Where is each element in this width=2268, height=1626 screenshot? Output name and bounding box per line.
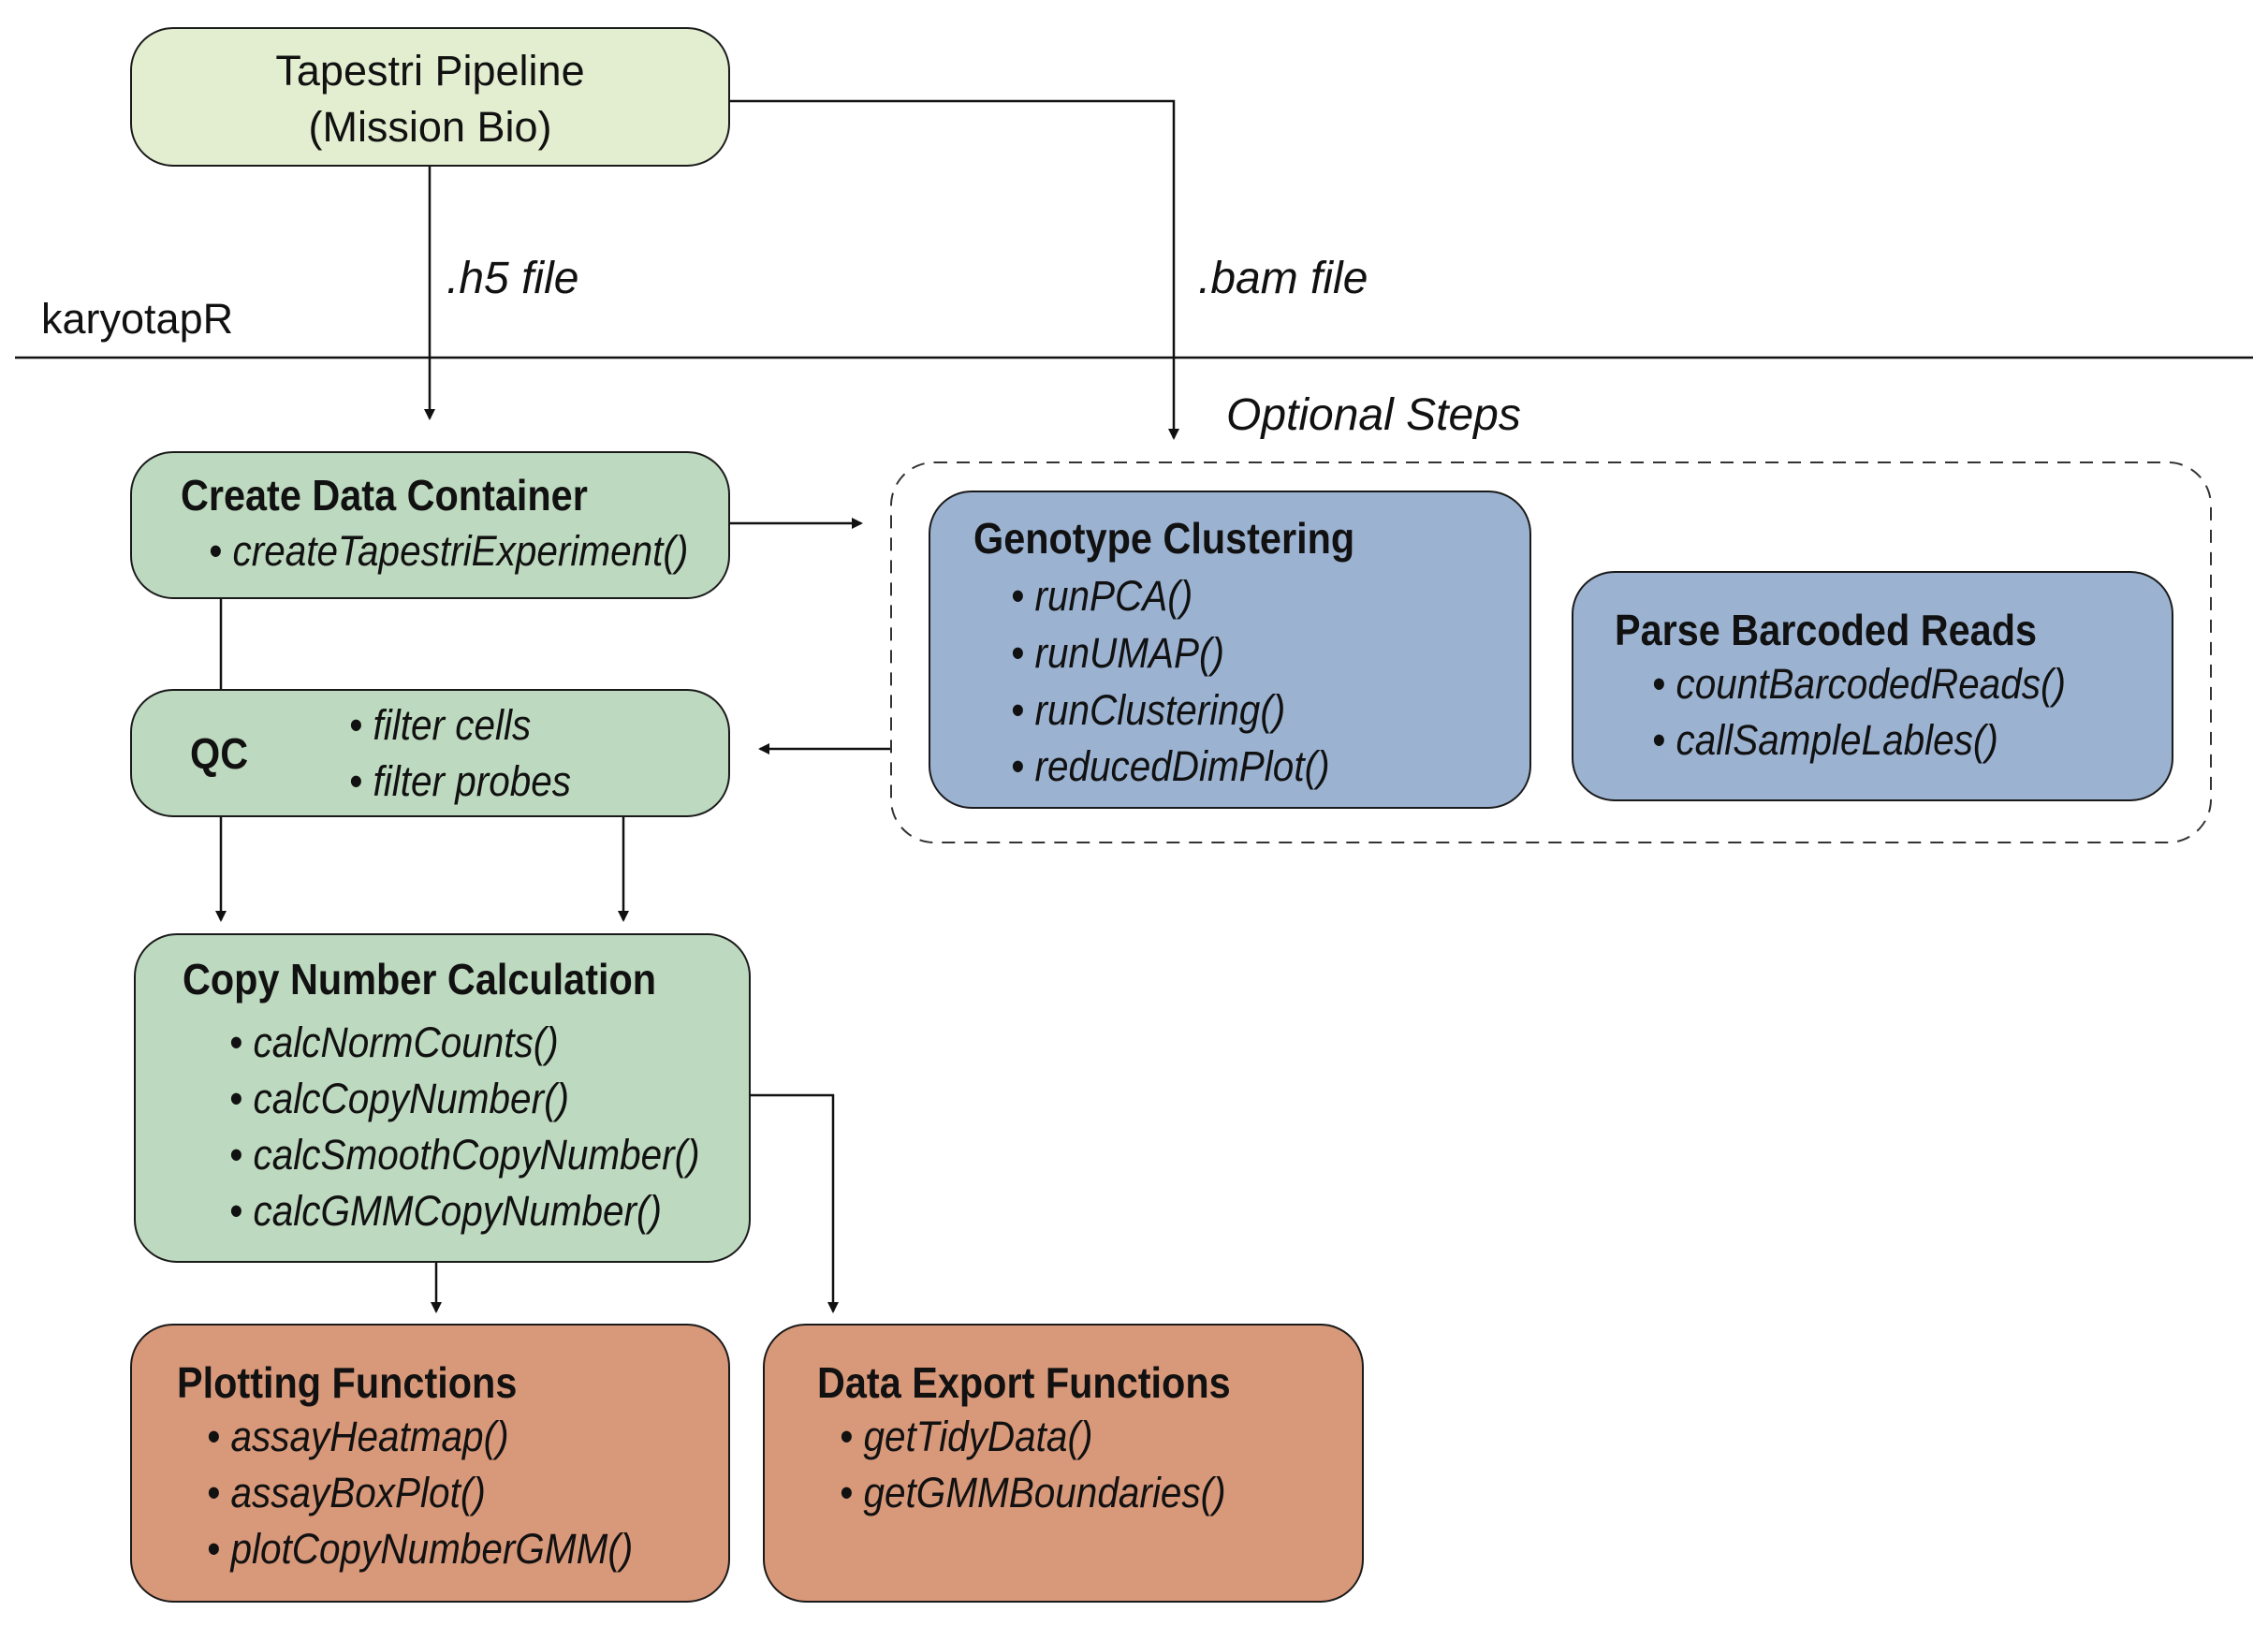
qc-item: • filter probes (349, 757, 572, 805)
copy-number-calculation-item: • calcCopyNumber() (229, 1075, 570, 1122)
copynumber-to-export-arrow (751, 1093, 839, 1313)
create-data-container-title: Create Data Container (181, 471, 588, 520)
plotting-functions-item: • assayBoxPlot() (207, 1469, 486, 1516)
copy-number-calculation-title: Copy Number Calculation (183, 955, 657, 1003)
bam-arrow (730, 99, 1179, 440)
genotype-clustering-item: • runPCA() (1011, 572, 1193, 620)
plotting-functions-title: Plotting Functions (177, 1358, 518, 1407)
plotting-functions-item: • plotCopyNumberGMM() (207, 1525, 634, 1573)
optional-steps-label: Optional Steps (1226, 390, 1521, 440)
genotype-clustering-item: • runClustering() (1011, 686, 1286, 734)
genotype-clustering-item: • reducedDimPlot() (1011, 742, 1330, 790)
genotype-clustering-item: • runUMAP() (1011, 629, 1224, 677)
data-export-functions-item: • getTidyData() (840, 1413, 1093, 1460)
tapestri-pipeline-box: Tapestri Pipeline (Mission Bio) (130, 27, 730, 167)
parse-barcoded-reads-box: Parse Barcoded Reads • countBarcodedRead… (1572, 571, 2173, 801)
qc-item: • filter cells (349, 701, 532, 749)
genotype-clustering-box: Genotype Clustering • runPCA() • runUMAP… (929, 491, 1531, 809)
tapestri-pipeline-subtitle: (Mission Bio) (308, 103, 552, 151)
optional-steps-region (890, 461, 2212, 843)
bam-file-label: .bam file (1198, 254, 1368, 303)
qc-box: QC • filter cells • filter probes (130, 689, 730, 817)
copy-number-calculation-item: • calcSmoothCopyNumber() (229, 1131, 700, 1179)
create-data-container-item: • createTapestriExperiment() (209, 527, 689, 575)
parse-barcoded-reads-title: Parse Barcoded Reads (1615, 606, 2038, 654)
data-export-functions-title: Data Export Functions (817, 1358, 1231, 1407)
plotting-functions-box: Plotting Functions • assayHeatmap() • as… (130, 1324, 730, 1603)
copy-number-calculation-item: • calcGMMCopyNumber() (229, 1187, 663, 1235)
copy-number-calculation-item: • calcNormCounts() (229, 1018, 559, 1066)
h5-file-label: .h5 file (446, 254, 579, 303)
data-export-functions-box: Data Export Functions • getTidyData() • … (763, 1324, 1364, 1603)
qc-title: QC (190, 729, 249, 778)
package-label: karyotapR (41, 295, 234, 343)
bullet: • (209, 527, 223, 575)
parse-barcoded-reads-item: • callSampleLables() (1652, 716, 1998, 764)
parse-barcoded-reads-item: • countBarcodedReads() (1652, 660, 2066, 708)
create-data-container-box: Create Data Container • createTapestriEx… (130, 451, 730, 599)
tapestri-pipeline-title: Tapestri Pipeline (275, 47, 585, 95)
plotting-functions-item: • assayHeatmap() (207, 1413, 509, 1460)
data-export-functions-item: • getGMMBoundaries() (840, 1469, 1226, 1516)
copy-number-calculation-box: Copy Number Calculation • calcNormCounts… (134, 933, 751, 1263)
genotype-clustering-title: Genotype Clustering (973, 514, 1355, 563)
